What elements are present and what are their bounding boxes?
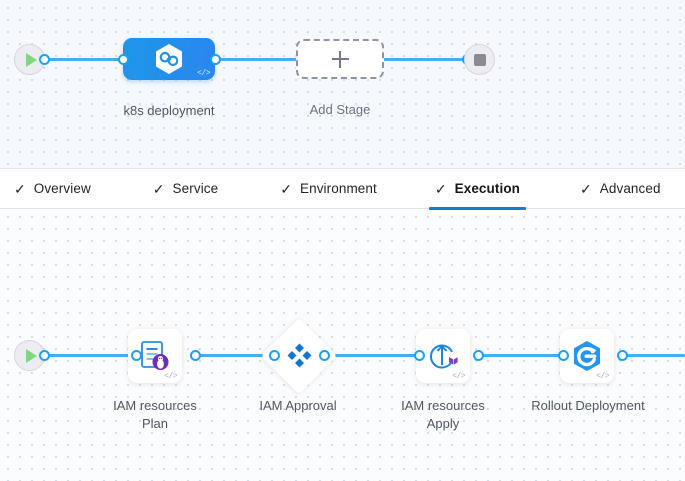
edge-apply-to-rollout	[478, 354, 562, 357]
tab-active-underline	[428, 207, 527, 210]
tab-service[interactable]: ✓ Service	[139, 168, 232, 209]
pipeline-end-node[interactable]	[464, 44, 495, 75]
play-icon	[25, 52, 37, 67]
tab-label: Overview	[33, 181, 91, 196]
step-label-rollout-deployment: Rollout Deployment	[531, 398, 645, 413]
tab-environment[interactable]: ✓ Environment	[266, 168, 391, 209]
stage-label-k8s-deployment: k8s deployment	[123, 103, 215, 118]
stage-code-badge: </>	[197, 69, 210, 78]
step-label-iam-approval: IAM Approval	[259, 398, 337, 413]
execution-step-canvas[interactable]: </> IAM resources Plan IAM Approval	[0, 209, 685, 481]
tab-label: Advanced	[599, 181, 661, 196]
step-code-badge: </>	[164, 372, 177, 381]
check-icon: ✓	[152, 180, 165, 197]
stage-input-port[interactable]	[118, 54, 129, 65]
plan-input-port[interactable]	[131, 350, 142, 361]
step-code-badge: </>	[452, 372, 465, 381]
tab-label: Environment	[299, 181, 377, 196]
plan-output-port[interactable]	[190, 350, 201, 361]
step-code-badge: </>	[596, 372, 609, 381]
step-node-iam-resources-apply[interactable]: </>	[416, 329, 470, 383]
rollout-deployment-icon	[570, 339, 604, 373]
play-icon	[25, 348, 37, 363]
check-icon: ✓	[580, 180, 592, 197]
harness-hexagon-icon	[154, 43, 184, 75]
terraform-plan-icon	[138, 339, 172, 373]
execution-start-output-port[interactable]	[39, 350, 50, 361]
tab-execution[interactable]: ✓ Execution	[421, 168, 534, 210]
approval-output-port[interactable]	[319, 350, 330, 361]
edge-stage-to-addstage	[215, 58, 300, 61]
stage-config-tabs: ✓ Overview ✓ Service ✓ Environment ✓ Exe…	[0, 168, 685, 210]
tab-label: Service	[172, 181, 219, 196]
pipeline-stage-canvas[interactable]: </> k8s deployment Add Stage	[0, 0, 685, 170]
terraform-apply-icon	[426, 339, 460, 373]
edge-plan-to-approval	[196, 354, 276, 357]
tab-advanced[interactable]: ✓ Advanced	[566, 168, 675, 209]
rollout-output-port[interactable]	[617, 350, 628, 361]
add-stage-label: Add Stage	[309, 102, 371, 117]
edge-start-to-plan	[41, 354, 136, 357]
tab-label: Execution	[454, 181, 521, 196]
stage-node-k8s-deployment[interactable]: </>	[123, 38, 215, 80]
step-node-rollout-deployment[interactable]: </>	[560, 329, 614, 383]
tab-overview[interactable]: ✓ Overview	[0, 168, 105, 209]
edge-approval-to-apply	[324, 354, 420, 357]
check-icon: ✓	[434, 180, 447, 197]
apply-input-port[interactable]	[414, 350, 425, 361]
stop-icon	[473, 53, 486, 66]
rollout-input-port[interactable]	[558, 350, 569, 361]
edge-rollout-continues	[622, 354, 685, 357]
stage-output-port[interactable]	[210, 54, 221, 65]
start-output-port[interactable]	[39, 54, 50, 65]
apply-output-port[interactable]	[473, 350, 484, 361]
step-label-iam-resources-apply: IAM resources Apply	[401, 398, 485, 431]
check-icon: ✓	[14, 180, 26, 197]
approval-input-port[interactable]	[269, 350, 280, 361]
add-stage-button[interactable]	[296, 39, 384, 79]
check-icon: ✓	[280, 180, 292, 197]
edge-addstage-to-end	[382, 58, 466, 61]
plus-icon	[331, 50, 349, 68]
approval-icon	[286, 342, 313, 369]
step-label-iam-resources-plan: IAM resources Plan	[113, 398, 197, 431]
edge-start-to-stage	[41, 58, 126, 61]
